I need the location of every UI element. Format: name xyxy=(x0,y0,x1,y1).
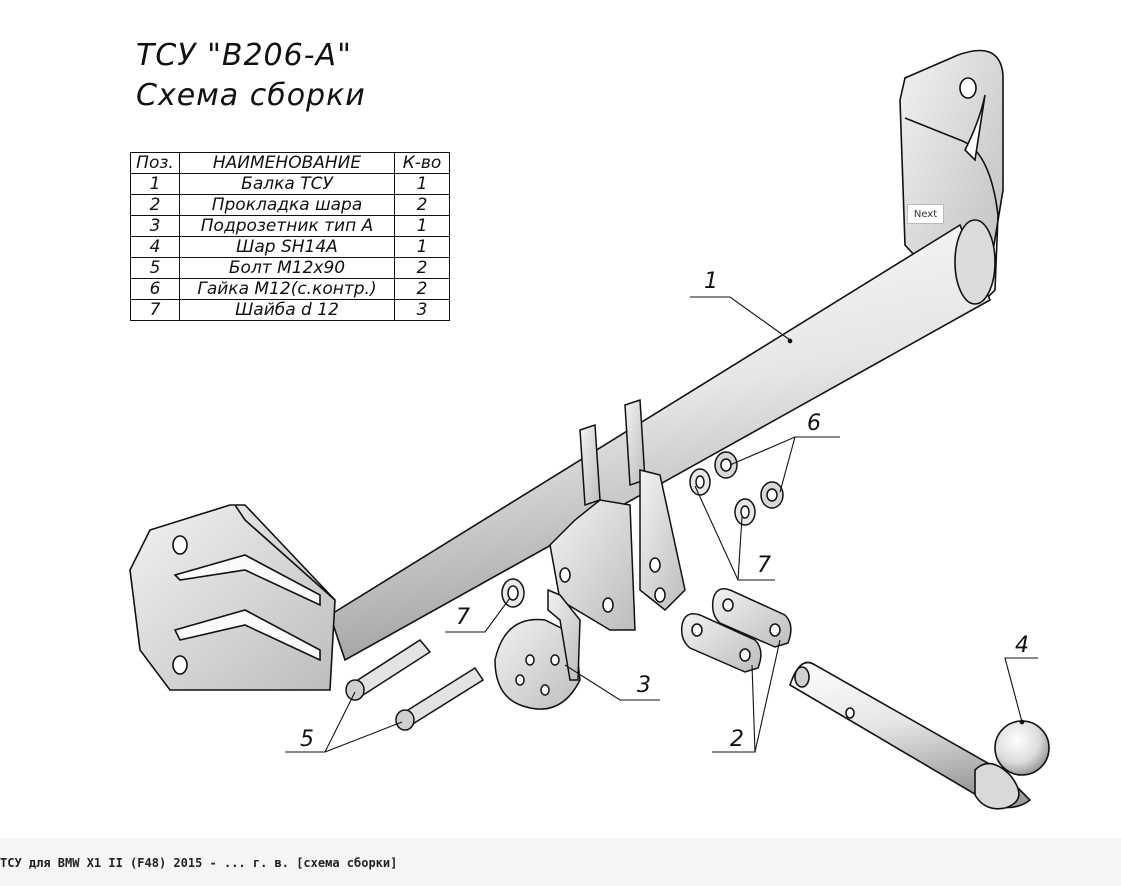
bolts xyxy=(345,639,485,731)
callout-6: 6 xyxy=(807,411,821,436)
washers-nuts xyxy=(501,451,784,608)
row-name: Шар SH14A xyxy=(179,236,395,258)
tow-ball xyxy=(789,661,1050,810)
row-name: Гайка М12(с.контр.) xyxy=(179,278,395,300)
image-caption: ТСУ для BMW X1 II (F48) 2015 - ... г. в.… xyxy=(0,856,398,870)
row-name: Шайба d 12 xyxy=(179,299,395,321)
row-qty: 2 xyxy=(394,194,450,216)
table-row: 6 Гайка М12(с.контр.) 2 xyxy=(130,278,450,300)
header-qty: К-во xyxy=(394,152,450,174)
drawing-subtitle: Схема сборки xyxy=(136,78,366,113)
socket-plate xyxy=(494,588,581,710)
row-name: Болт М12х90 xyxy=(179,257,395,279)
drawing-title: ТСУ "B206-A" xyxy=(136,38,352,73)
row-qty: 1 xyxy=(394,236,450,258)
header-name: НАИМЕНОВАНИЕ xyxy=(179,152,395,174)
row-qty: 3 xyxy=(394,299,450,321)
table-row: 3 Подрозетник тип А 1 xyxy=(130,215,450,237)
table-row: 5 Болт М12х90 2 xyxy=(130,257,450,279)
header-pos: Поз. xyxy=(130,152,180,174)
parts-table: Поз. НАИМЕНОВАНИЕ К-во 1 Балка ТСУ 1 2 П… xyxy=(130,152,450,321)
row-pos: 1 xyxy=(130,173,180,195)
callout-7-left: 7 xyxy=(456,605,470,630)
center-brackets xyxy=(549,398,686,631)
callout-4: 4 xyxy=(1015,633,1029,658)
leader-lines xyxy=(285,296,1038,753)
row-qty: 1 xyxy=(394,173,450,195)
callout-2: 2 xyxy=(730,727,744,752)
callout-1: 1 xyxy=(704,269,718,294)
row-name: Балка ТСУ xyxy=(179,173,395,195)
row-pos: 7 xyxy=(130,299,180,321)
table-row: 1 Балка ТСУ 1 xyxy=(130,173,450,195)
row-name: Прокладка шара xyxy=(179,194,395,216)
callout-5: 5 xyxy=(300,727,314,752)
table-row: 2 Прокладка шара 2 xyxy=(130,194,450,216)
table-row: 7 Шайба d 12 3 xyxy=(130,299,450,321)
next-button[interactable]: Next xyxy=(907,204,944,224)
callout-3: 3 xyxy=(637,673,651,698)
row-name: Подрозетник тип А xyxy=(179,215,395,237)
callout-7-right: 7 xyxy=(757,553,771,578)
parts-table-header: Поз. НАИМЕНОВАНИЕ К-во xyxy=(130,152,450,174)
row-pos: 2 xyxy=(130,194,180,216)
ball-spacers xyxy=(680,588,792,673)
row-qty: 2 xyxy=(394,278,450,300)
image-viewer: 1 6 7 7 3 5 4 2 ТСУ "B206-A" Схема сборк… xyxy=(129,38,1050,810)
caption-bar xyxy=(0,838,1121,886)
row-pos: 5 xyxy=(130,257,180,279)
left-bracket xyxy=(129,504,336,691)
table-row: 4 Шар SH14A 1 xyxy=(130,236,450,258)
row-pos: 4 xyxy=(130,236,180,258)
row-pos: 6 xyxy=(130,278,180,300)
assembly-drawing: 1 6 7 7 3 5 4 2 xyxy=(129,49,1050,810)
beam-tube xyxy=(329,219,996,662)
row-qty: 1 xyxy=(394,215,450,237)
row-pos: 3 xyxy=(130,215,180,237)
row-qty: 2 xyxy=(394,257,450,279)
